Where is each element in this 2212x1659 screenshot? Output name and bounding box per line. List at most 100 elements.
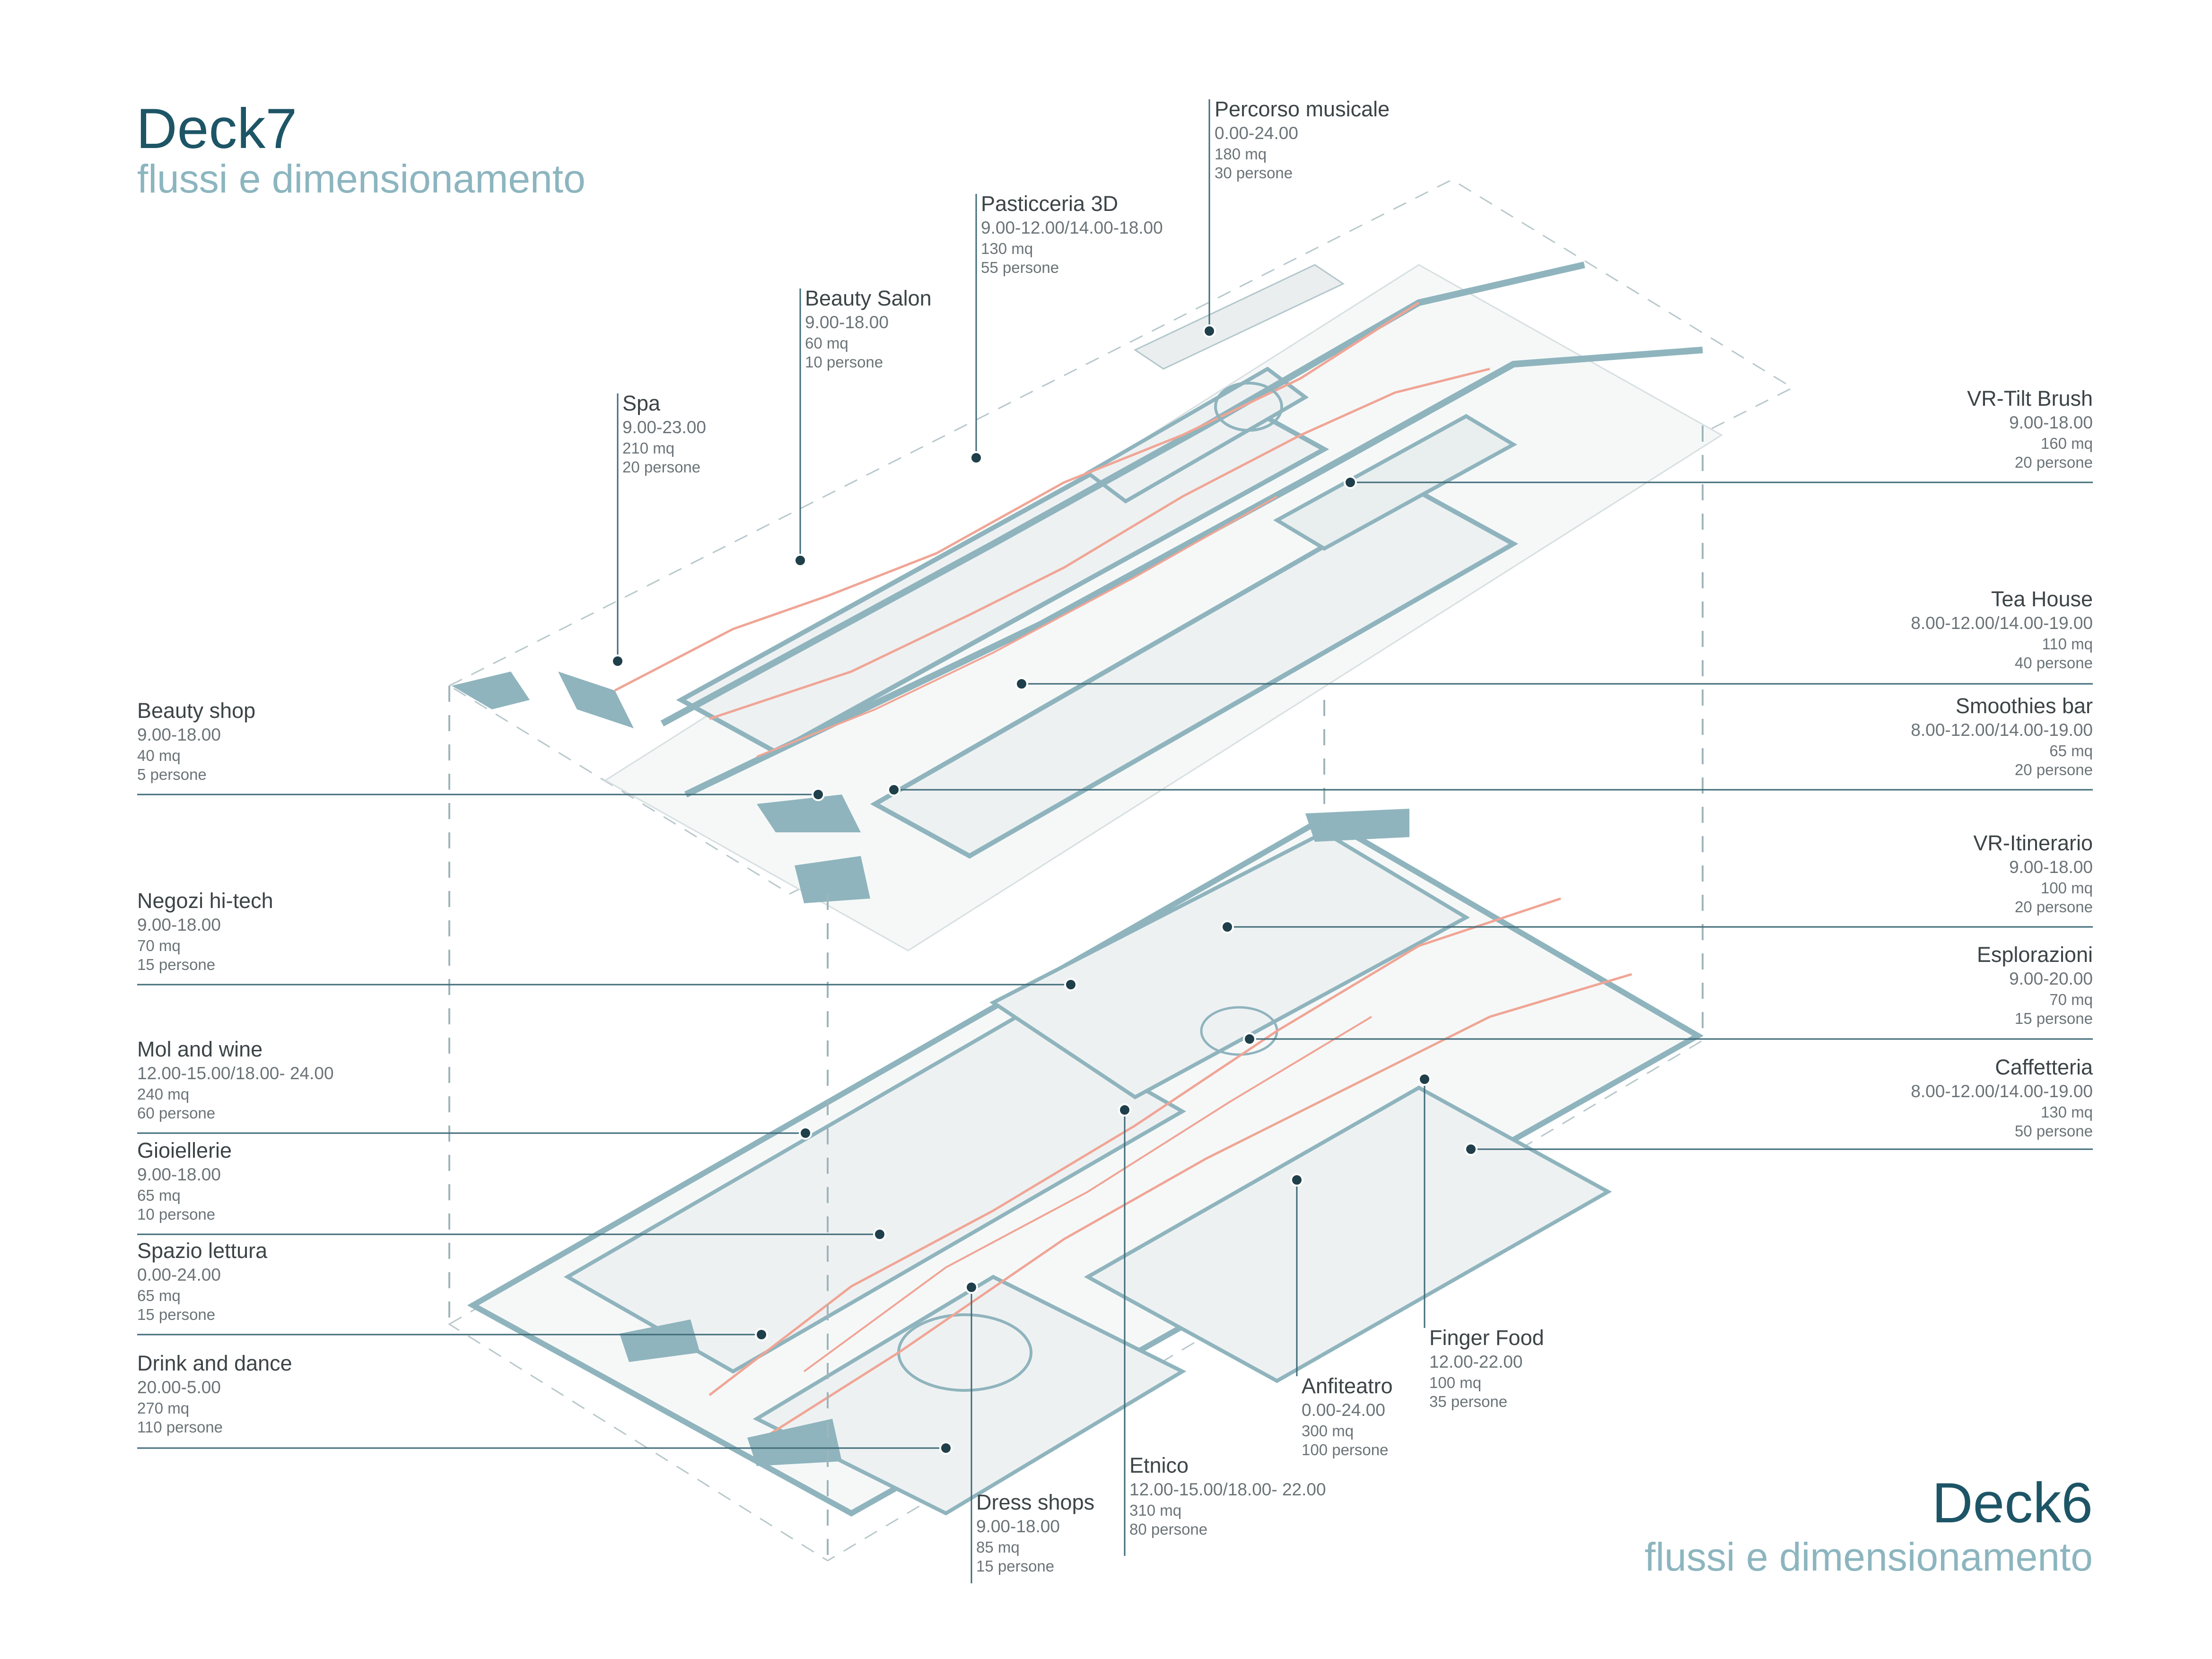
deck7-plan [447, 179, 1794, 952]
label-people: 15 persone [976, 1557, 1055, 1575]
deck7-title: Deck7 [136, 97, 297, 160]
label-area: 70 mq [2049, 991, 2093, 1008]
label-people: 20 persone [2014, 898, 2093, 916]
label-etnico: Etnico 12.00-15.00/18.00- 22.00 310 mq 8… [1129, 1453, 1326, 1539]
label-hours: 9.00-18.00 [805, 313, 889, 332]
label-name: Drink and dance [137, 1351, 292, 1375]
label-people: 15 persone [137, 1306, 216, 1323]
label-hours: 12.00-15.00/18.00- 22.00 [1129, 1480, 1326, 1499]
label-area: 240 mq [137, 1085, 190, 1103]
marker-dot-vr-tilt-brush [1344, 476, 1357, 489]
label-people: 20 persone [2014, 454, 2093, 471]
label-hours: 8.00-12.00/14.00-19.00 [1911, 1082, 2093, 1101]
marker-dot-finger-food [1418, 1073, 1431, 1086]
label-people: 15 persone [2014, 1010, 2093, 1027]
label-hours: 0.00-24.00 [1302, 1400, 1385, 1420]
label-hours: 0.00-24.00 [1215, 123, 1298, 143]
label-name: Etnico [1129, 1453, 1189, 1477]
label-name: VR-Itinerario [1973, 831, 2093, 855]
label-name: Mol and wine [137, 1037, 263, 1061]
label-smoothies-bar: Smoothies bar 8.00-12.00/14.00-19.00 65 … [1911, 693, 2093, 779]
deck6-subtitle: flussi e dimensionamento [1644, 1535, 2093, 1579]
label-name: Dress shops [976, 1490, 1095, 1514]
label-vr-tilt-brush: VR-Tilt Brush 9.00-18.00 160 mq 20 perso… [1967, 386, 2093, 472]
deck6-title: Deck6 [1932, 1471, 2093, 1535]
label-tea-house: Tea House 8.00-12.00/14.00-19.00 110 mq … [1911, 586, 2093, 672]
label-esplorazioni: Esplorazioni 9.00-20.00 70 mq 15 persone [1977, 942, 2093, 1028]
label-pasticceria-3d: Pasticceria 3D 9.00-12.00/14.00-18.00 13… [981, 191, 1163, 277]
label-people: 35 persone [1429, 1393, 1508, 1410]
marker-dot-smoothies-bar [887, 783, 901, 796]
label-area: 65 mq [2049, 742, 2093, 760]
label-hours: 9.00-18.00 [137, 915, 221, 934]
label-name: VR-Tilt Brush [1967, 386, 2093, 410]
label-people: 20 persone [2014, 761, 2093, 778]
marker-dot-negozi-hi-tech [1064, 978, 1077, 991]
marker-dot-pasticceria-3d [970, 451, 983, 464]
label-area: 130 mq [2040, 1103, 2093, 1121]
label-hours: 9.00-18.00 [976, 1517, 1060, 1536]
deck6-plan [448, 809, 1704, 1562]
marker-dot-dress-shops [965, 1281, 978, 1294]
label-area: 100 mq [2040, 879, 2093, 897]
label-hours: 8.00-12.00/14.00-19.00 [1911, 720, 2093, 740]
projection-guides [448, 426, 1704, 1561]
label-people: 10 persone [805, 353, 883, 371]
label-area: 65 mq [137, 1187, 181, 1204]
label-hours: 9.00-23.00 [622, 418, 706, 437]
label-name: Percorso musicale [1215, 97, 1390, 121]
label-people: 50 persone [2014, 1122, 2093, 1140]
label-area: 40 mq [137, 747, 181, 764]
marker-dot-spa [611, 655, 624, 668]
label-beauty-shop: Beauty shop 9.00-18.00 40 mq 5 persone [137, 698, 255, 784]
label-name: Caffetteria [1995, 1055, 2093, 1079]
label-name: Tea House [1991, 587, 2093, 611]
label-beauty-salon: Beauty Salon 9.00-18.00 60 mq 10 persone [805, 286, 932, 372]
label-name: Pasticceria 3D [981, 192, 1119, 216]
label-area: 100 mq [1429, 1374, 1482, 1391]
label-hours: 9.00-18.00 [137, 1165, 221, 1184]
label-people: 110 persone [137, 1418, 223, 1436]
label-hours: 12.00-22.00 [1429, 1352, 1523, 1371]
label-people: 5 persone [137, 766, 207, 783]
label-people: 30 persone [1215, 164, 1293, 182]
label-name: Negozi hi-tech [137, 889, 273, 913]
label-name: Finger Food [1429, 1326, 1544, 1350]
marker-dot-etnico [1118, 1103, 1131, 1117]
label-hours: 9.00-18.00 [2009, 857, 2093, 877]
label-area: 110 mq [2042, 635, 2093, 653]
label-hours: 9.00-12.00/14.00-18.00 [981, 218, 1163, 237]
label-caffetteria: Caffetteria 8.00-12.00/14.00-19.00 130 m… [1911, 1055, 2093, 1141]
label-percorso-musicale: Percorso musicale 0.00-24.00 180 mq 30 p… [1215, 96, 1390, 183]
marker-dot-tea-house [1015, 677, 1028, 690]
label-anfiteatro: Anfiteatro 0.00-24.00 300 mq 100 persone [1302, 1373, 1393, 1459]
label-people: 10 persone [137, 1205, 216, 1223]
label-hours: 12.00-15.00/18.00- 24.00 [137, 1064, 334, 1083]
marker-dot-mol-and-wine [799, 1126, 812, 1140]
marker-dot-spazio-lettura [755, 1328, 768, 1341]
label-dress-shops: Dress shops 9.00-18.00 85 mq 15 persone [976, 1490, 1094, 1576]
label-name: Beauty shop [137, 699, 256, 723]
label-area: 130 mq [981, 240, 1033, 257]
label-spazio-lettura: Spazio lettura 0.00-24.00 65 mq 15 perso… [137, 1238, 267, 1324]
label-gioiellerie: Gioiellerie 9.00-18.00 65 mq 10 persone [137, 1138, 232, 1224]
label-people: 20 persone [622, 458, 701, 476]
marker-dot-caffetteria [1464, 1143, 1478, 1156]
label-name: Smoothies bar [1955, 694, 2093, 718]
label-name: Beauty Salon [805, 286, 932, 310]
label-name: Spazio lettura [137, 1239, 268, 1263]
label-hours: 0.00-24.00 [137, 1265, 221, 1284]
label-area: 70 mq [137, 937, 181, 954]
label-area: 60 mq [805, 334, 848, 352]
marker-dot-drink-and-dance [939, 1441, 953, 1455]
label-name: Anfiteatro [1302, 1374, 1393, 1398]
label-name: Esplorazioni [1976, 943, 2093, 967]
label-area: 65 mq [137, 1287, 181, 1304]
marker-dot-gioiellerie [873, 1228, 886, 1241]
label-vr-itinerario: VR-Itinerario 9.00-18.00 100 mq 20 perso… [1973, 830, 2093, 917]
label-name: Spa [622, 391, 661, 415]
marker-dot-beauty-shop [812, 788, 825, 801]
label-area: 210 mq [622, 439, 675, 457]
